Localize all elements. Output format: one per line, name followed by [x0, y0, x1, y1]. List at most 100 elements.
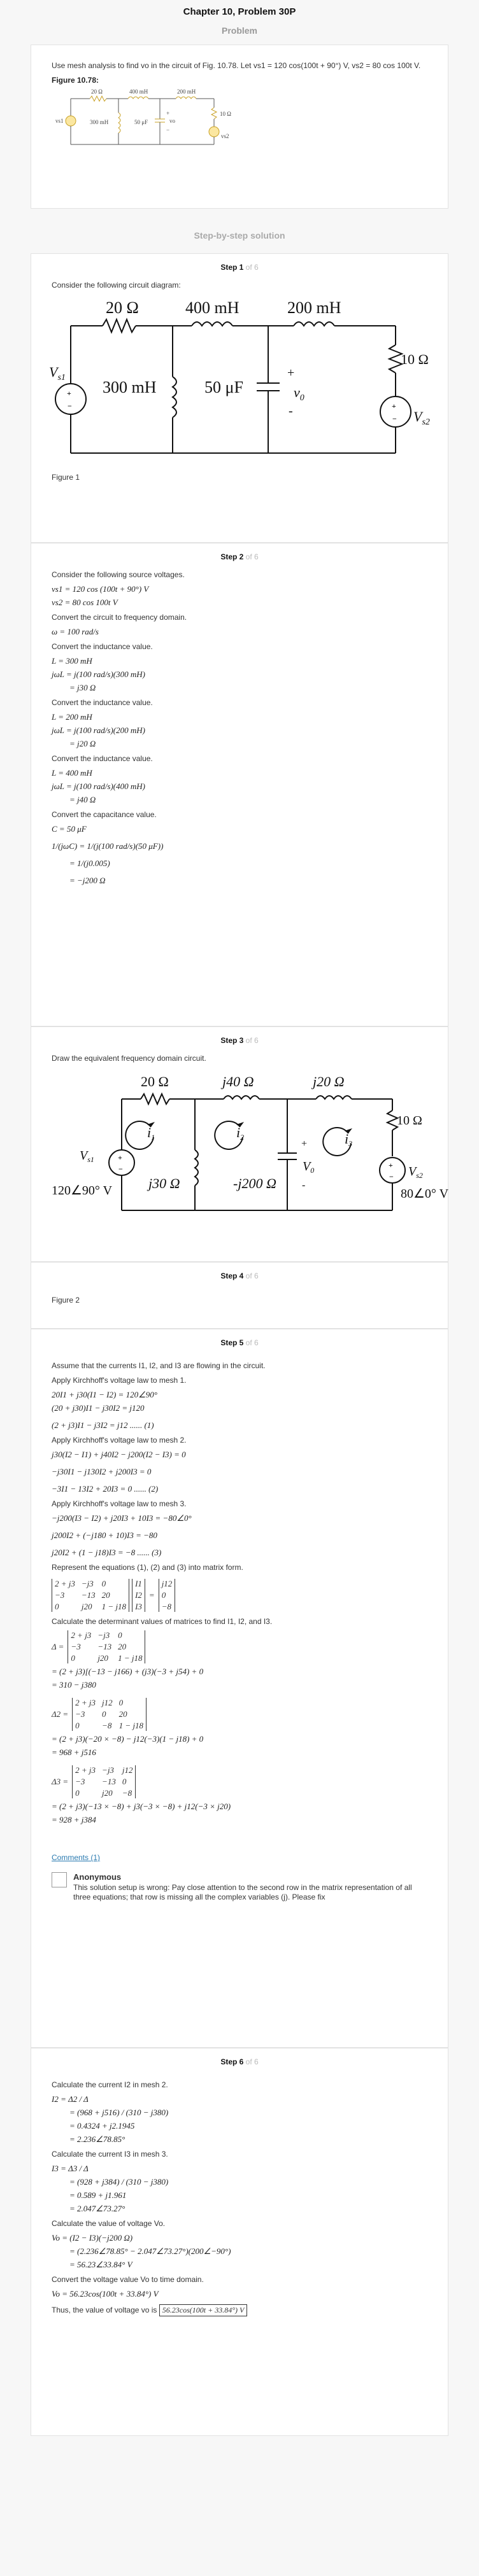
s5-d5: = (2 + j3)(−13 × −8) + j3(−3 × −8) + j12…	[52, 1802, 231, 1811]
step1-l2-label: 200 mH	[287, 298, 341, 317]
s2-p3: Convert the inductance value.	[52, 642, 153, 651]
svg-text:−: −	[389, 1172, 394, 1181]
s2-m13: C = 50 μF	[52, 824, 87, 834]
fig-l1-label: 400 mH	[129, 88, 148, 95]
mat-cell: 2 + j3	[75, 1765, 96, 1775]
s5-m7: −j200(I3 − I2) + j20I3 + 10I3 = −80∠0°	[52, 1513, 192, 1523]
s5-m3: (2 + j3)I1 − j3I2 = j12 ...... (1)	[52, 1420, 154, 1430]
step-5-card: Step 5 of 6 Assume that the currents I1,…	[31, 1329, 448, 2048]
step1-plus: +	[287, 366, 294, 380]
s5-d4: = 968 + j516	[52, 1747, 96, 1757]
mat-cell: j12	[122, 1765, 133, 1775]
step-4-figure-label: Figure 2	[52, 1296, 80, 1305]
step-6-of: of 6	[245, 2057, 259, 2066]
mat-cell: −13	[97, 1642, 112, 1651]
mat-cell: 2 + j3	[71, 1630, 92, 1640]
s2-m7: L = 200 mH	[52, 712, 92, 722]
mat-cell: −3	[71, 1642, 81, 1651]
step1-vo-label: v0	[294, 384, 304, 403]
mat-cell: 2 + j3	[55, 1579, 75, 1588]
mat-cell: 1 − j18	[118, 1721, 144, 1730]
step-6-header: Step 6 of 6	[31, 2048, 448, 2070]
mat-cell: 1 − j18	[118, 1653, 143, 1663]
s6-m9: Vo = (I2 − I3)(−j200 Ω)	[52, 2233, 133, 2243]
mat-cell: −3	[75, 1777, 85, 1786]
step-2-header: Step 2 of 6	[31, 543, 448, 565]
step-4-card: Step 4 of 6 Figure 2	[31, 1262, 448, 1329]
step-5-label: Step 5	[220, 1338, 244, 1347]
step-6-card: Step 6 of 6 Calculate the current I2 in …	[31, 2048, 448, 2436]
s5-p1: Assume that the currents I1, I2, and I3 …	[52, 1361, 266, 1370]
s2-m4: L = 300 mH	[52, 656, 92, 666]
mat-cell: −13	[102, 1777, 116, 1786]
fig-l2-label: 200 mH	[177, 88, 196, 95]
step1-l1-label: 400 mH	[185, 298, 240, 317]
step-1-of: of 6	[245, 263, 259, 272]
s5-d1: = (2 + j3)[(−13 − j166) + (j3)(−3 + j54)…	[52, 1667, 204, 1676]
mat-cell: 2 + j3	[75, 1698, 96, 1707]
s5-m2: (20 + j30)I1 − j30I2 = j120	[52, 1403, 145, 1413]
s5-d6: = 928 + j384	[52, 1815, 96, 1824]
s2-m12: = j40 Ω	[69, 795, 96, 804]
step-1-intro: Consider the following circuit diagram:	[52, 281, 181, 290]
s3-r1-label: 20 Ω	[141, 1074, 169, 1089]
s5-p6: Calculate the determinant values of matr…	[52, 1617, 273, 1626]
step-2-label: Step 2	[220, 552, 244, 561]
s3-vs1-value: 120∠90° V	[52, 1184, 113, 1198]
step-1-card: Step 1 of 6 Consider the following circu…	[31, 253, 448, 543]
s5-m4: j30(I2 − I1) + j40I2 − j200(I2 − I3) = 0	[52, 1450, 186, 1459]
comments-link[interactable]: Comments (1)	[52, 1853, 101, 1862]
s3-l3-label: j30 Ω	[147, 1175, 180, 1191]
step1-c-label: 50 μF	[204, 378, 243, 396]
problem-text: Use mesh analysis to find vo in the circ…	[52, 61, 421, 70]
s2-m15: = 1/(j0.005)	[69, 858, 110, 868]
mat-cell: 1 − j18	[101, 1602, 127, 1611]
mat-cell: −3	[75, 1709, 85, 1719]
mat-cell: 0	[118, 1630, 122, 1640]
fig-c-label: 50 μF	[134, 119, 148, 125]
s6-final-line: Thus, the value of voltage vo is 56.23co…	[52, 2304, 427, 2316]
s3-l1-label: j40 Ω	[220, 1074, 254, 1089]
fig-vo-label: vo	[169, 118, 176, 124]
mat-cell: 0	[102, 1709, 106, 1719]
s6-p4: Convert the voltage value Vo to time dom…	[52, 2275, 204, 2284]
s2-m3: ω = 100 rad/s	[52, 627, 99, 636]
step-3-of: of 6	[245, 1036, 259, 1045]
s5-d2: = 310 − j380	[52, 1680, 96, 1690]
mat-cell: −j3	[97, 1630, 110, 1640]
step-1-header: Step 1 of 6	[31, 254, 448, 276]
s6-m4: = 2.236∠78.85°	[69, 2134, 125, 2144]
s3-vs2-label: Vs2	[408, 1165, 423, 1180]
mat-cell: 20	[118, 1709, 127, 1719]
mat-cell: 0	[118, 1698, 124, 1707]
mat-cell: −j3	[102, 1765, 114, 1775]
step1-r2-label: 10 Ω	[401, 351, 429, 367]
svg-text:+: +	[389, 1161, 393, 1170]
s3-r2-label: 10 Ω	[397, 1114, 422, 1128]
vec-cell: I2	[135, 1590, 142, 1600]
mat-cell: 20	[101, 1590, 110, 1600]
mat-cell: 0	[122, 1777, 127, 1786]
s6-m3: = 0.4324 + j2.1945	[69, 2121, 135, 2131]
comment-text: This solution setup is wrong: Pay close …	[73, 1883, 412, 1901]
step-5-header: Step 5 of 6	[31, 1329, 448, 1351]
s3-c-label: -j200 Ω	[233, 1175, 276, 1191]
svg-text:+: +	[392, 402, 396, 410]
s5-p3: Apply Kirchhoff's voltage law to mesh 2.	[52, 1436, 187, 1445]
s3-i3-label: i3	[345, 1131, 352, 1148]
fig-vs2-label: vs2	[221, 133, 229, 139]
svg-text:−: −	[392, 414, 397, 423]
s2-p2: Convert the circuit to frequency domain.	[52, 613, 187, 622]
figure-1-circuit: +− +− 20 Ω 400 mH 200 mH 300 mH 50 μF 10…	[49, 298, 430, 454]
s6-m5: I3 = Δ3 / Δ	[52, 2164, 89, 2173]
s3-l2-label: j20 Ω	[311, 1074, 345, 1089]
s5-m8: j200I2 + (−j180 + 10)I3 = −80	[52, 1530, 157, 1540]
fig-minus: −	[166, 127, 169, 133]
s5-m5: −j30I1 − j130I2 + j200I3 = 0	[52, 1467, 152, 1476]
s5-p5: Represent the equations (1), (2) and (3)…	[52, 1563, 243, 1572]
step-1-label: Step 1	[220, 263, 244, 272]
s2-m6: = j30 Ω	[69, 683, 96, 692]
s5-m6: −3I1 − 13I2 + 20I3 = 0 ...... (2)	[52, 1484, 159, 1494]
